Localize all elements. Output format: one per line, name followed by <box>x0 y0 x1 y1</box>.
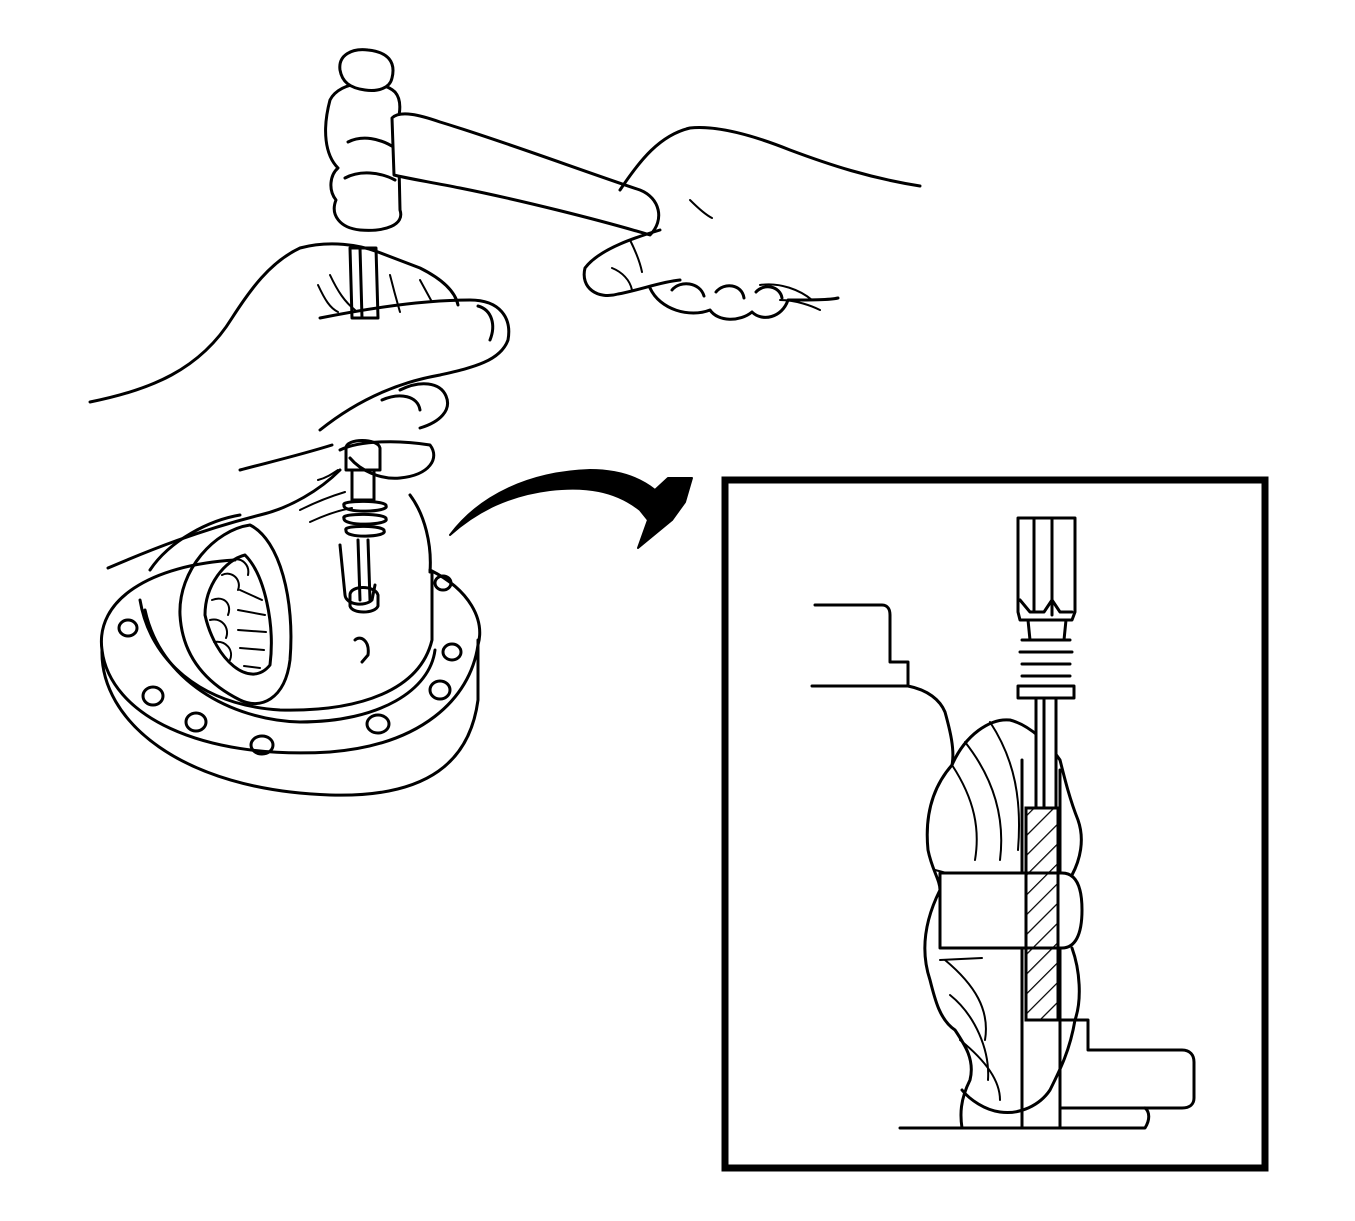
side-gear-teeth <box>209 558 267 669</box>
flange-top <box>99 558 482 755</box>
inset-pinion-shaft <box>938 871 1084 950</box>
inset-bottom-line <box>898 1096 1151 1130</box>
lock-pin-icon <box>1024 806 1060 1022</box>
detail-inset <box>721 476 1269 1172</box>
case-window <box>178 523 293 706</box>
hand-icon <box>88 242 511 570</box>
inset-gear-outline <box>950 718 1083 1115</box>
differential-case <box>99 493 482 797</box>
callout-arrow <box>449 469 693 549</box>
right-hand-knuckles <box>648 286 840 321</box>
inset-punch-body <box>1016 516 1077 622</box>
right-hand <box>582 126 922 321</box>
left-hand-palm <box>106 443 342 570</box>
inset-gear-teeth <box>934 721 1021 1101</box>
punch-icon <box>342 246 388 602</box>
case-body-lower <box>143 608 437 724</box>
left-hand-thumb <box>318 298 511 432</box>
lock-pin-head <box>348 586 380 614</box>
hammer-peen <box>338 48 395 92</box>
left-hand-fingers <box>338 382 449 480</box>
pin-slot <box>338 543 377 664</box>
inset-frame <box>721 476 1269 1172</box>
right-hand-top <box>618 126 922 192</box>
left-hand-creases <box>299 274 433 523</box>
right-hand-creases <box>611 199 821 311</box>
right-hand-index <box>582 228 682 297</box>
hammer-handle <box>390 112 661 237</box>
right-hand-fingertips <box>670 282 784 300</box>
left-hand-back <box>88 242 460 404</box>
flange-bolt-holes <box>117 574 463 756</box>
inset-punch-grip <box>1018 618 1074 678</box>
inset-flange-step <box>1058 1018 1196 1110</box>
inset-punch-tip <box>1034 696 1058 810</box>
case-window-inner <box>203 553 273 676</box>
hammer-head <box>324 81 403 232</box>
hammer-icon <box>324 48 661 237</box>
flange-rim <box>100 638 480 797</box>
